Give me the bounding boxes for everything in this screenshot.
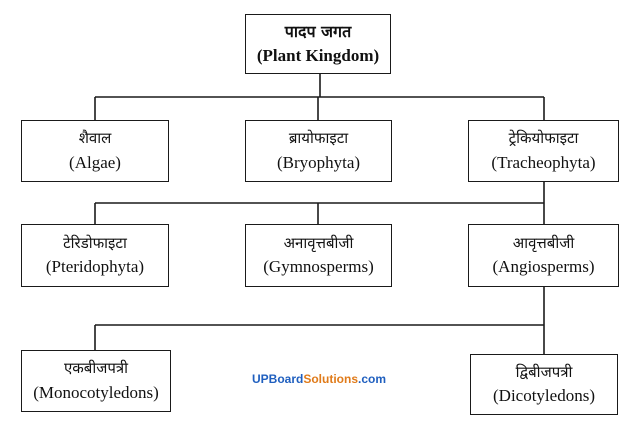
angiosperms-hindi: आवृत्तबीजी — [512, 233, 575, 252]
bryophyta-box: ब्रायोफाइटा (Bryophyta) — [245, 120, 392, 182]
monocotyledons-box: एकबीजपत्री (Monocotyledons) — [21, 350, 171, 412]
dicotyledons-box: द्विबीजपत्री (Dicotyledons) — [470, 354, 618, 415]
angiosperms-box: आवृत्तबीजी (Angiosperms) — [468, 224, 619, 287]
gymnosperms-box: अनावृत्तबीजी (Gymnosperms) — [245, 224, 392, 287]
watermark-part-3: .com — [358, 372, 387, 386]
algae-english: (Algae) — [69, 152, 121, 172]
pteridophyta-hindi: टेरिडोफाइटा — [63, 233, 127, 252]
algae-box: शैवाल (Algae) — [21, 120, 169, 182]
dicotyledons-english: (Dicotyledons) — [493, 386, 595, 406]
algae-hindi: शैवाल — [78, 129, 112, 147]
pteridophyta-box: टेरिडोफाइटा (Pteridophyta) — [21, 224, 169, 287]
dicotyledons-hindi: द्विबीजपत्री — [515, 362, 573, 381]
watermark: UPBoardSolutions.com — [252, 372, 386, 386]
tracheophyta-english: (Tracheophyta) — [491, 152, 596, 172]
plant-kingdom-box: पादप जगत (Plant Kingdom) — [245, 14, 391, 74]
bryophyta-english: (Bryophyta) — [276, 152, 361, 172]
angiosperms-english: (Angiosperms) — [492, 257, 595, 277]
watermark-part-1: UPBoard — [252, 372, 304, 386]
plant-kingdom-hindi: पादप जगत — [284, 21, 352, 41]
monocotyledons-english: (Monocotyledons) — [33, 382, 159, 402]
bryophyta-hindi: ब्रायोफाइटा — [288, 129, 349, 147]
plant-kingdom-english: (Plant Kingdom) — [256, 45, 380, 65]
gymnosperms-english: (Gymnosperms) — [263, 257, 374, 277]
tracheophyta-hindi: ट्रेकियोफाइटा — [508, 129, 579, 147]
watermark-part-2: Solutions — [303, 372, 359, 386]
pteridophyta-english: (Pteridophyta) — [45, 257, 145, 277]
gymnosperms-hindi: अनावृत्तबीजी — [283, 233, 354, 252]
tracheophyta-box: ट्रेकियोफाइटा (Tracheophyta) — [468, 120, 619, 182]
monocotyledons-hindi: एकबीजपत्री — [63, 359, 129, 377]
